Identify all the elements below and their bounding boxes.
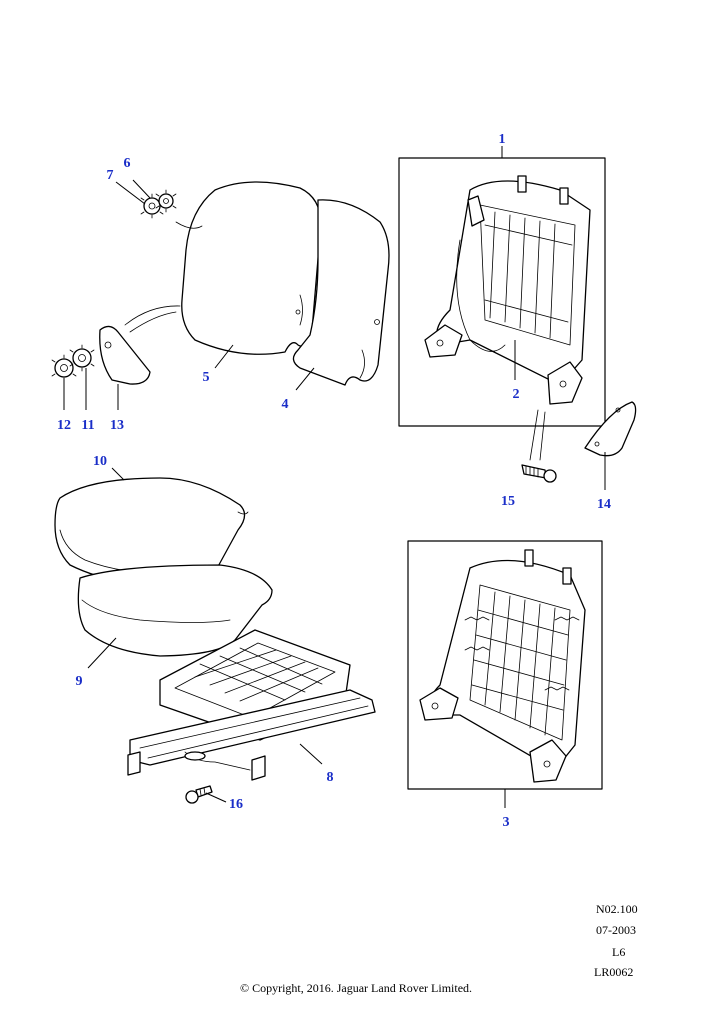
callout-3: 3 (503, 815, 510, 830)
callout-5: 5 (203, 370, 210, 385)
callout-6: 6 (124, 156, 131, 171)
bolt-15 (521, 409, 557, 483)
leader-6 (132, 179, 151, 199)
seat-back-cover-5 (181, 181, 322, 355)
copyright-notice: © Copyright, 2016. Jaguar Land Rover Lim… (239, 981, 473, 995)
callout-7: 7 (107, 168, 114, 183)
callout-13: 13 (110, 418, 124, 433)
reference-date: 07-2003 (596, 923, 636, 937)
callout-16: 16 (229, 797, 243, 812)
leader-16 (205, 792, 227, 803)
callout-2: 2 (513, 387, 520, 402)
callout-15: 15 (501, 494, 515, 509)
gear-nut-6 (155, 189, 177, 213)
trim-bracket-13 (99, 325, 151, 385)
leader-10 (111, 467, 125, 481)
arrow-guide-lower-a (124, 305, 181, 326)
callout-14: 14 (597, 497, 611, 512)
seat-back-cover-4 (292, 199, 390, 386)
cushion-pad-9 (77, 564, 273, 657)
callout-4: 4 (282, 397, 289, 412)
leader-7 (115, 181, 146, 205)
seat-back-frame-2 (424, 175, 591, 405)
gear-nut-7 (140, 193, 164, 219)
seat-back-frame-springs-3 (419, 549, 586, 783)
callout-11: 11 (81, 418, 94, 433)
side-bracket-14 (584, 401, 637, 457)
illustration-id: LR0062 (594, 965, 634, 979)
seat-base-frame-8 (127, 629, 376, 781)
leader-5 (214, 344, 234, 369)
reference-code: N02.100 (596, 902, 638, 916)
bolt-16 (185, 785, 213, 804)
gear-nut-12 (51, 354, 77, 382)
callout-1: 1 (499, 132, 506, 147)
arrow-guide-upper (175, 221, 203, 229)
callout-8: 8 (327, 770, 334, 785)
arrow-guide-lower-b (129, 311, 177, 333)
callout-12: 12 (57, 418, 71, 433)
reference-section: L6 (612, 945, 626, 959)
leader-4 (295, 367, 315, 391)
gear-nut-11 (69, 344, 95, 372)
callout-9: 9 (76, 674, 83, 689)
leader-9 (87, 637, 117, 669)
leader-8 (299, 743, 323, 765)
callout-10: 10 (93, 454, 107, 469)
